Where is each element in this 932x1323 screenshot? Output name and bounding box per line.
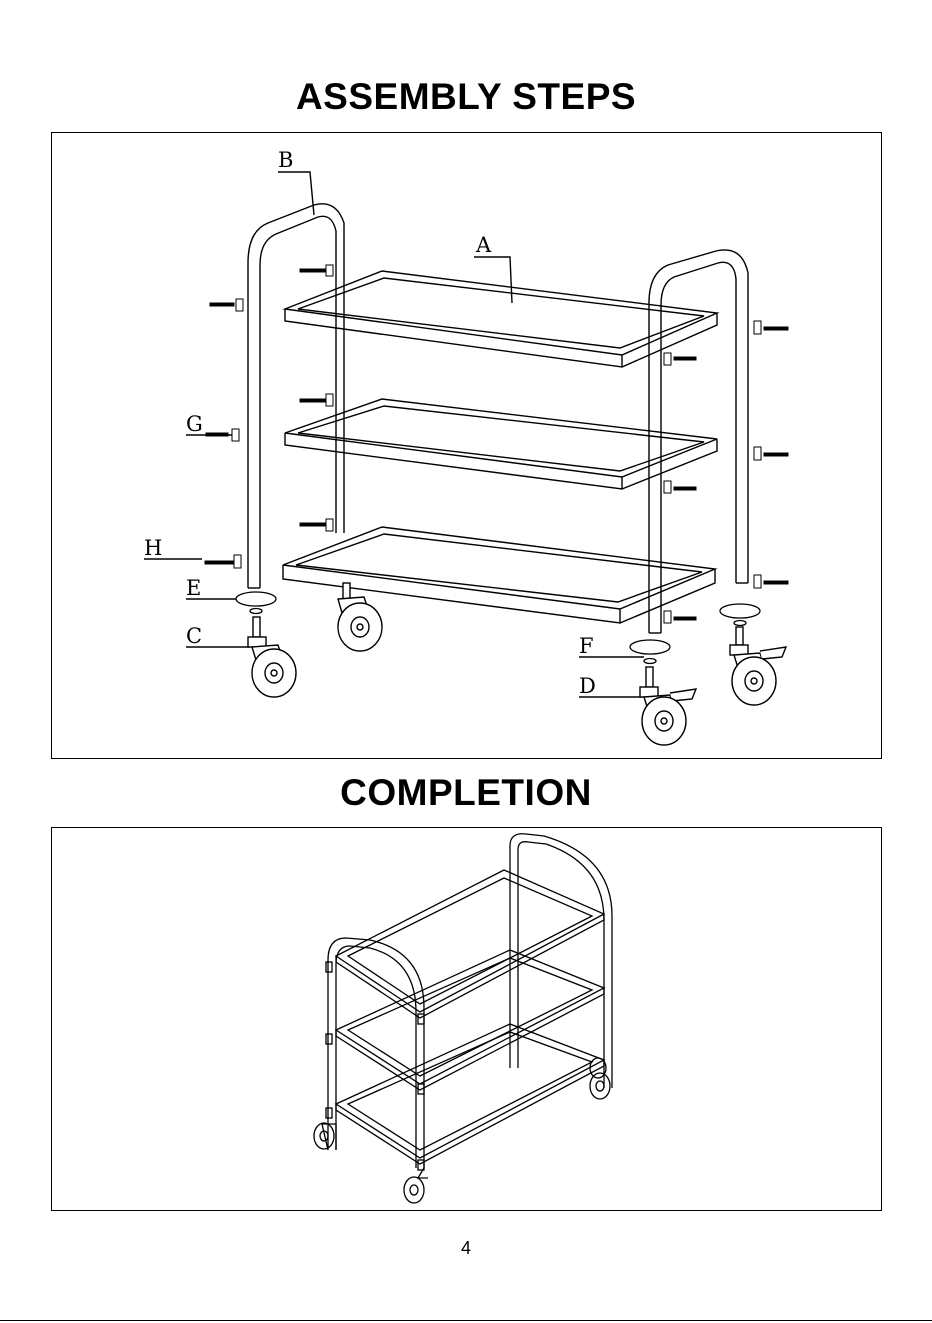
assembly-diagram-panel: B A G H E C F D xyxy=(51,132,882,759)
label-c: C xyxy=(186,624,202,648)
label-g: G xyxy=(186,412,203,436)
exploded-trolley-diagram: B A G H E C F D xyxy=(52,133,883,760)
label-a: A xyxy=(475,233,492,257)
label-d: D xyxy=(579,674,596,698)
label-h: H xyxy=(144,536,162,560)
caster-rear-left xyxy=(338,583,382,651)
caster-c xyxy=(248,617,296,697)
completion-diagram-panel xyxy=(51,827,882,1211)
page-number: 4 xyxy=(0,1238,932,1259)
shelf-top xyxy=(285,271,717,367)
shelf-middle xyxy=(285,399,717,489)
assembly-steps-heading: ASSEMBLY STEPS xyxy=(0,76,932,118)
assembled-trolley-diagram xyxy=(52,828,883,1212)
label-b: B xyxy=(278,148,293,172)
label-e: E xyxy=(186,576,201,600)
bottom-rule xyxy=(0,1320,932,1321)
caster-d xyxy=(640,667,696,745)
caster-rear-right xyxy=(730,627,786,705)
completion-heading: COMPLETION xyxy=(0,772,932,814)
label-f: F xyxy=(579,634,594,658)
